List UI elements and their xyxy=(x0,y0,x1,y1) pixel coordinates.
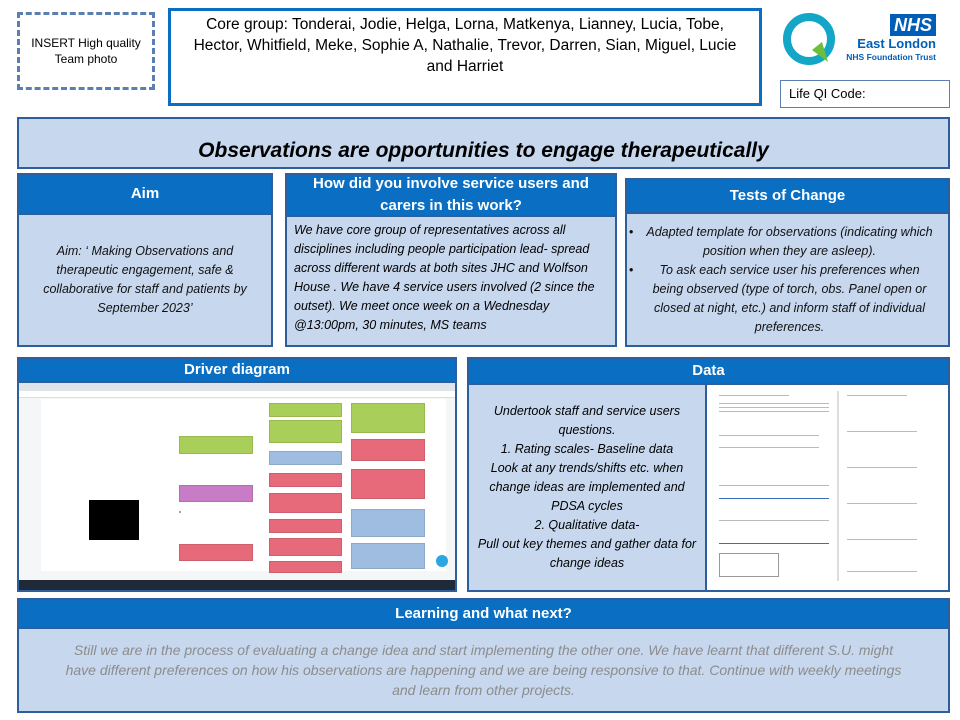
data-line: Undertook staff and service users questi… xyxy=(493,404,681,437)
core-group-text: Core group: Tonderai, Jodie, Helga, Lorn… xyxy=(193,16,737,75)
secondary-driver xyxy=(269,493,342,513)
nhs-logo: NHS East London NHS Foundation Trust xyxy=(840,14,936,63)
primary-driver xyxy=(179,544,253,561)
browser-address-bar xyxy=(19,391,455,398)
driver-header: Driver diagram xyxy=(19,359,455,383)
nhs-badge: NHS xyxy=(889,14,936,36)
learning-header: Learning and what next? xyxy=(19,600,948,629)
data-line: Pull out key themes and gather data for … xyxy=(477,537,697,570)
tests-item-text: To ask each service user his preferences… xyxy=(652,262,927,334)
questionnaire-image xyxy=(709,385,948,590)
data-text: Undertook staff and service users questi… xyxy=(469,385,707,590)
learning-text: Still we are in the process of evaluatin… xyxy=(65,642,902,698)
driver-diagram-image xyxy=(19,383,455,590)
data-header: Data xyxy=(469,359,948,385)
comment-box xyxy=(719,553,779,577)
primary-driver xyxy=(179,485,253,502)
involve-header: How did you involve service users and ca… xyxy=(287,175,615,217)
trust-name: NHS Foundation Trust xyxy=(846,52,936,62)
title-banner: Observations are opportunities to engage… xyxy=(17,117,950,169)
org-name: East London xyxy=(857,36,936,51)
change-idea xyxy=(351,469,425,499)
change-idea xyxy=(351,439,425,461)
qi-logo-icon xyxy=(782,12,840,66)
secondary-driver xyxy=(269,451,342,465)
primary-driver xyxy=(179,436,253,454)
change-idea xyxy=(351,543,425,569)
tests-header: Tests of Change xyxy=(627,180,948,214)
tests-list: •Adapted template for observations (indi… xyxy=(627,214,948,345)
life-qi-code-label: Life QI Code: xyxy=(789,86,866,101)
change-idea xyxy=(351,403,425,433)
windows-taskbar xyxy=(19,580,455,590)
involve-text: We have core group of representatives ac… xyxy=(294,223,595,332)
data-line: 1. Rating scales- Baseline data xyxy=(500,442,674,456)
aim-text: Aim: ‘ Making Observations and therapeut… xyxy=(43,244,247,315)
chat-bubble-icon xyxy=(436,555,448,567)
involve-panel: How did you involve service users and ca… xyxy=(285,173,617,347)
secondary-driver xyxy=(269,561,342,573)
change-idea xyxy=(351,509,425,537)
secondary-driver xyxy=(269,519,342,533)
tests-item-text: Adapted template for observations (indic… xyxy=(646,224,933,258)
data-panel: Data Undertook staff and service users q… xyxy=(467,357,950,592)
aim-header: Aim xyxy=(19,175,271,215)
tests-item: •To ask each service user his preference… xyxy=(629,262,927,334)
questionnaire-divider xyxy=(837,391,839,581)
secondary-driver xyxy=(269,473,342,487)
team-photo-placeholder: INSERT High quality Team photo xyxy=(17,12,155,90)
tests-item: •Adapted template for observations (indi… xyxy=(629,224,933,258)
secondary-driver xyxy=(269,403,342,417)
driver-aim-box xyxy=(89,500,139,540)
browser-tabs-bar xyxy=(19,383,455,391)
primary-driver xyxy=(179,511,181,513)
tests-panel: Tests of Change •Adapted template for ob… xyxy=(625,178,950,347)
secondary-driver xyxy=(269,538,342,556)
learning-panel: Learning and what next? Still we are in … xyxy=(17,598,950,713)
data-line: 2. Qualitative data- xyxy=(534,518,640,532)
data-line: Look at any trends/shifts etc. when chan… xyxy=(489,461,685,513)
life-qi-code-box: Life QI Code: xyxy=(780,80,950,108)
aim-panel: Aim Aim: ‘ Making Observations and thera… xyxy=(17,173,273,347)
driver-panel: Driver diagram xyxy=(17,357,457,592)
core-group-box: Core group: Tonderai, Jodie, Helga, Lorn… xyxy=(168,8,762,106)
photo-placeholder-text: INSERT High quality Team photo xyxy=(31,36,141,66)
poster-title: Observations are opportunities to engage… xyxy=(198,139,769,162)
secondary-driver xyxy=(269,420,342,443)
